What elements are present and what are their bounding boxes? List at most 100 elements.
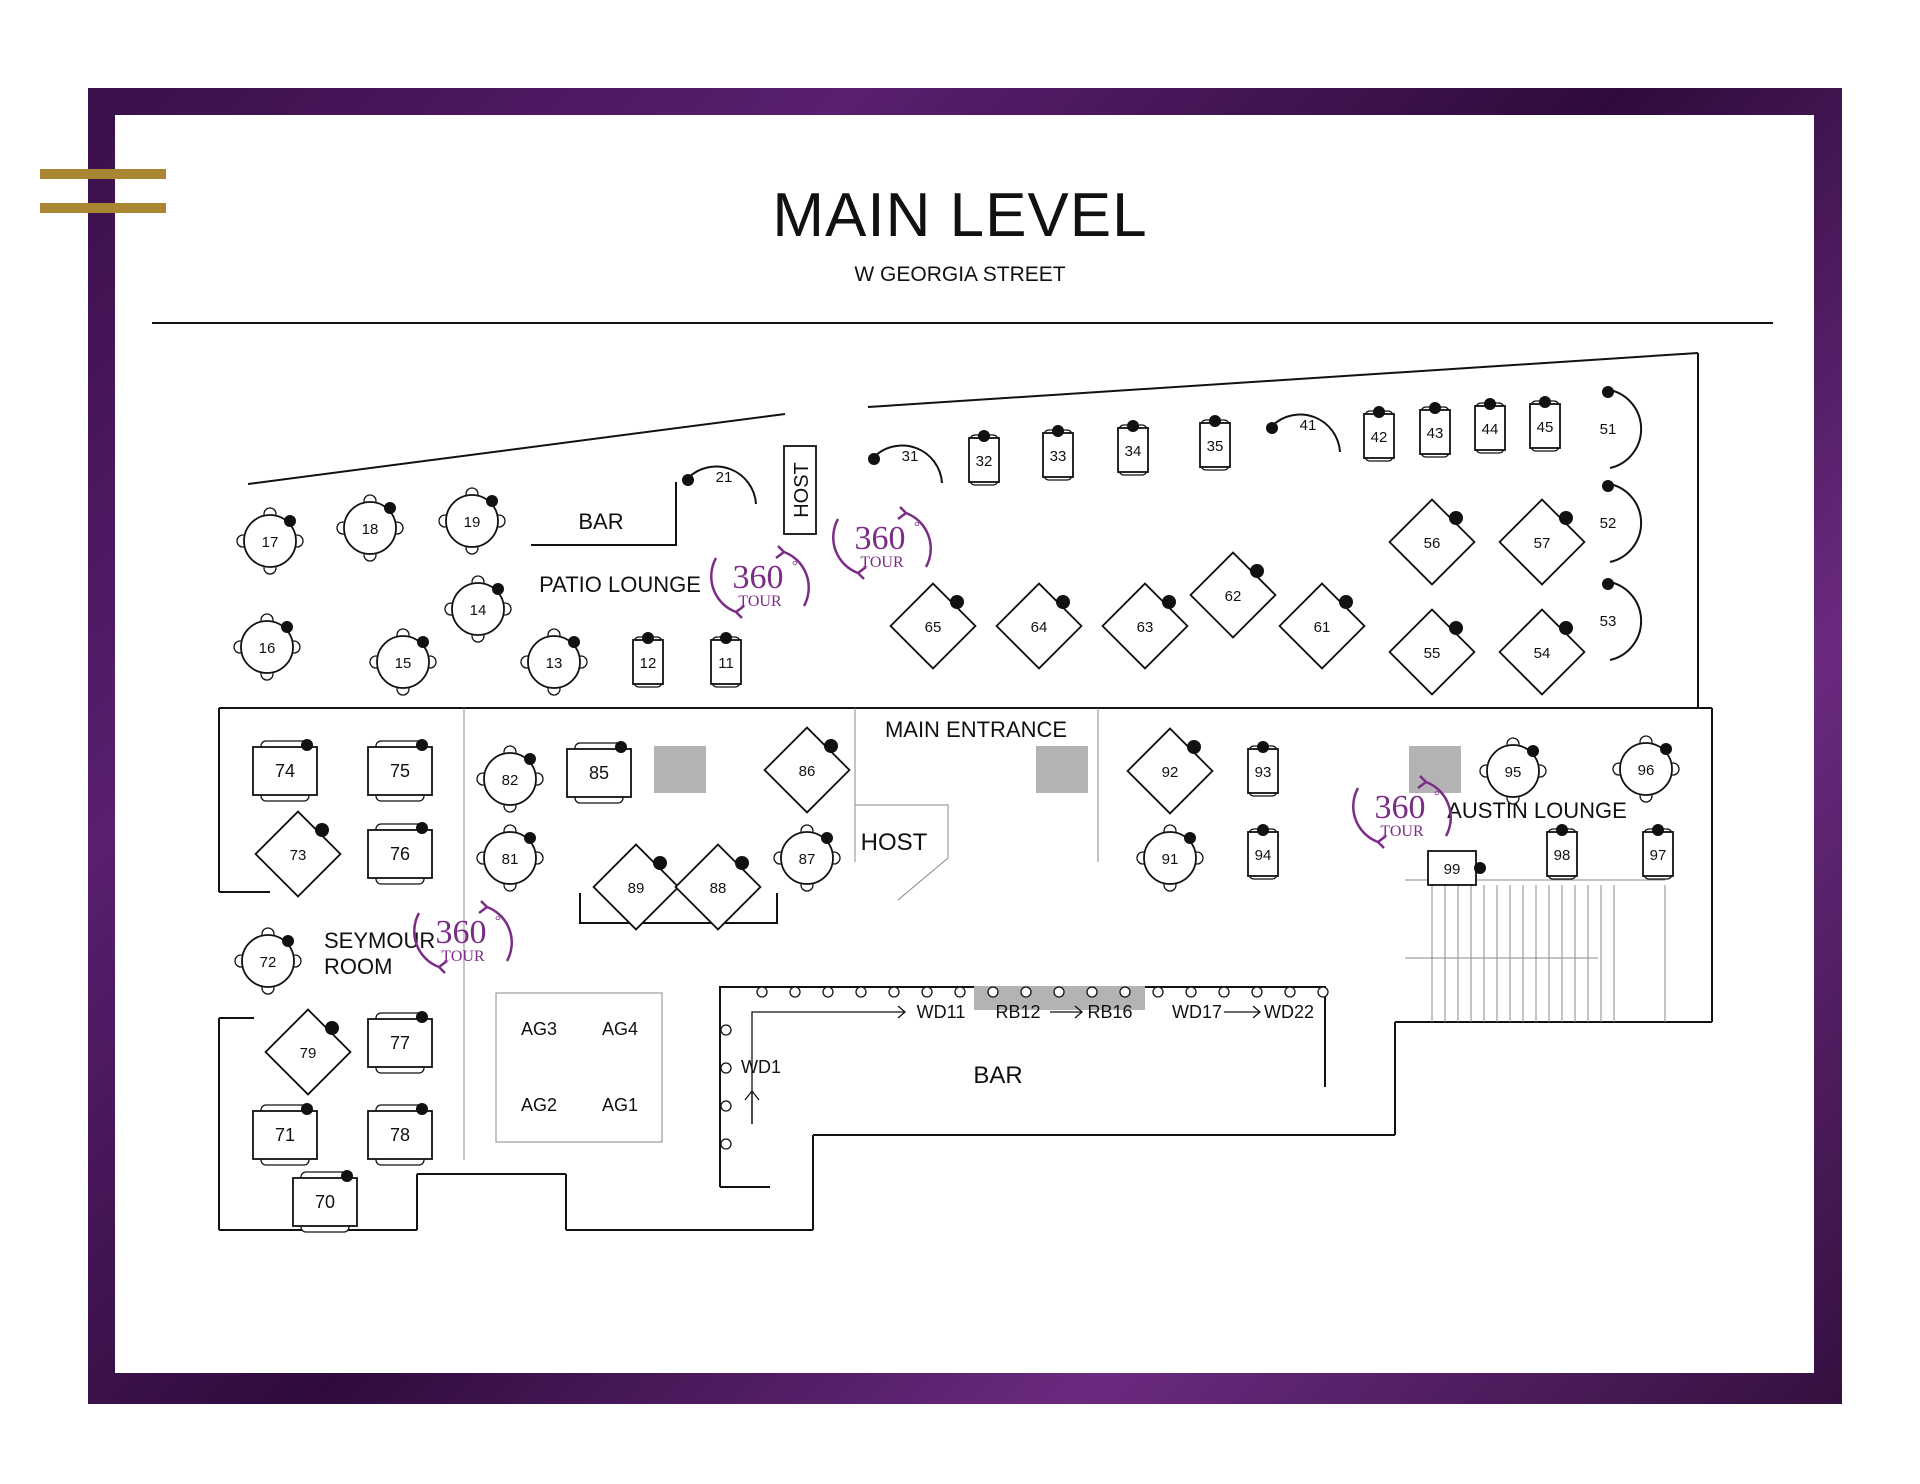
table-15[interactable]: 15 bbox=[369, 628, 437, 696]
table-71[interactable]: 71 bbox=[252, 1103, 318, 1166]
host-label: HOST bbox=[861, 829, 928, 856]
svg-text:32: 32 bbox=[976, 453, 993, 470]
table-88[interactable]: 88 bbox=[674, 843, 762, 931]
tour-360-icon[interactable]: 360 ° TOUR bbox=[413, 900, 513, 974]
table-79[interactable]: 79 bbox=[264, 1008, 352, 1096]
table-99[interactable]: 99 bbox=[1427, 850, 1486, 886]
bar-seat-wd1[interactable]: WD1 bbox=[741, 1057, 781, 1077]
patio-lounge-label: PATIO LOUNGE bbox=[539, 572, 701, 597]
table-61[interactable]: 61 bbox=[1278, 582, 1366, 670]
hamburger-menu-icon[interactable] bbox=[40, 169, 166, 213]
bar-seat-arrows bbox=[744, 1005, 1261, 1124]
svg-text:65: 65 bbox=[925, 619, 942, 636]
svg-text:43: 43 bbox=[1427, 425, 1444, 442]
table-65[interactable]: 65 bbox=[889, 582, 977, 670]
table-82[interactable]: 82 bbox=[476, 745, 544, 813]
table-14[interactable]: 14 bbox=[444, 575, 512, 643]
tour-360-icon[interactable]: 360 ° TOUR bbox=[710, 545, 810, 619]
svg-text:45: 45 bbox=[1537, 419, 1554, 436]
table-95[interactable]: 95 bbox=[1479, 737, 1547, 805]
table-62[interactable]: 62 bbox=[1189, 551, 1277, 639]
tour-360-icon[interactable]: 360 ° TOUR bbox=[832, 506, 932, 580]
table-16[interactable]: 16 bbox=[233, 613, 301, 681]
table-43[interactable]: 43 bbox=[1419, 402, 1451, 458]
austin-lounge-label: AUSTIN LOUNGE bbox=[1447, 798, 1627, 823]
svg-text:88: 88 bbox=[710, 880, 727, 897]
svg-text:53: 53 bbox=[1600, 613, 1617, 630]
table-17[interactable]: 17 bbox=[236, 507, 304, 575]
table-12[interactable]: 12 bbox=[632, 632, 664, 688]
table-81[interactable]: 81 bbox=[476, 824, 544, 892]
table-75[interactable]: 75 bbox=[367, 739, 433, 802]
svg-text:98: 98 bbox=[1554, 847, 1571, 864]
table-70[interactable]: 70 bbox=[292, 1170, 358, 1233]
table-72[interactable]: 72 bbox=[234, 927, 302, 995]
table-13[interactable]: 13 bbox=[520, 628, 588, 696]
svg-text:13: 13 bbox=[546, 655, 563, 672]
table-96[interactable]: 96 bbox=[1612, 735, 1680, 803]
table-77[interactable]: 77 bbox=[367, 1011, 433, 1074]
table-86[interactable]: 86 bbox=[763, 726, 851, 814]
table-42[interactable]: 42 bbox=[1363, 406, 1395, 462]
table-76[interactable]: 76 bbox=[367, 822, 433, 885]
bar-seat-rb12[interactable]: RB12 bbox=[995, 1002, 1040, 1022]
table-93[interactable]: 93 bbox=[1247, 741, 1279, 797]
table-35[interactable]: 35 bbox=[1199, 415, 1231, 471]
svg-text:96: 96 bbox=[1638, 762, 1655, 779]
svg-text:81: 81 bbox=[502, 851, 519, 868]
table-21[interactable]: 21 bbox=[682, 465, 757, 505]
svg-text:57: 57 bbox=[1534, 535, 1551, 552]
table-11[interactable]: 11 bbox=[710, 632, 742, 688]
svg-text:°: ° bbox=[495, 914, 501, 929]
table-32[interactable]: 32 bbox=[968, 430, 1000, 486]
table-56[interactable]: 56 bbox=[1388, 498, 1476, 586]
svg-text:73: 73 bbox=[290, 847, 307, 864]
table-89[interactable]: 89 bbox=[592, 843, 680, 931]
table-33[interactable]: 33 bbox=[1042, 425, 1074, 481]
table-18[interactable]: 18 bbox=[336, 494, 404, 562]
table-94[interactable]: 94 bbox=[1247, 824, 1279, 880]
table-34[interactable]: 34 bbox=[1117, 420, 1149, 476]
table-45[interactable]: 45 bbox=[1529, 396, 1561, 452]
svg-text:TOUR: TOUR bbox=[860, 554, 904, 571]
table-91[interactable]: 91 bbox=[1136, 824, 1204, 892]
table-ag4[interactable]: AG4 bbox=[602, 1019, 638, 1039]
bar-seat-rb16[interactable]: RB16 bbox=[1087, 1002, 1132, 1022]
svg-text:TOUR: TOUR bbox=[1380, 823, 1424, 840]
svg-text:14: 14 bbox=[470, 602, 487, 619]
table-73[interactable]: 73 bbox=[254, 810, 342, 898]
table-74[interactable]: 74 bbox=[252, 739, 318, 802]
table-98[interactable]: 98 bbox=[1546, 824, 1578, 880]
bar-seat-wd22[interactable]: WD22 bbox=[1264, 1002, 1314, 1022]
svg-text:89: 89 bbox=[628, 880, 645, 897]
table-57[interactable]: 57 bbox=[1498, 498, 1586, 586]
table-51[interactable]: 51 bbox=[1600, 386, 1643, 469]
tour-360-icon[interactable]: 360 ° TOUR bbox=[1352, 775, 1452, 849]
table-92[interactable]: 92 bbox=[1126, 727, 1214, 815]
table-85[interactable]: 85 bbox=[566, 741, 632, 804]
table-52[interactable]: 52 bbox=[1600, 480, 1643, 563]
svg-text:56: 56 bbox=[1424, 535, 1441, 552]
table-44[interactable]: 44 bbox=[1474, 398, 1506, 454]
table-31[interactable]: 31 bbox=[868, 444, 943, 484]
table-19[interactable]: 19 bbox=[438, 487, 506, 555]
table-ag1[interactable]: AG1 bbox=[602, 1095, 638, 1115]
svg-text:95: 95 bbox=[1505, 764, 1522, 781]
svg-text:17: 17 bbox=[262, 534, 279, 551]
table-87[interactable]: 87 bbox=[773, 824, 841, 892]
columns bbox=[654, 746, 1461, 1010]
table-41[interactable]: 41 bbox=[1266, 413, 1341, 453]
table-54[interactable]: 54 bbox=[1498, 608, 1586, 696]
bar-label-main: BAR bbox=[973, 1062, 1022, 1089]
table-64[interactable]: 64 bbox=[995, 582, 1083, 670]
table-63[interactable]: 63 bbox=[1101, 582, 1189, 670]
table-97[interactable]: 97 bbox=[1642, 824, 1674, 880]
table-ag2[interactable]: AG2 bbox=[521, 1095, 557, 1115]
table-78[interactable]: 78 bbox=[367, 1103, 433, 1166]
table-ag3[interactable]: AG3 bbox=[521, 1019, 557, 1039]
bar-seat-wd17[interactable]: WD17 bbox=[1172, 1002, 1222, 1022]
bar-seat-wd11[interactable]: WD11 bbox=[917, 1002, 966, 1022]
table-55[interactable]: 55 bbox=[1388, 608, 1476, 696]
svg-text:34: 34 bbox=[1125, 443, 1142, 460]
table-53[interactable]: 53 bbox=[1600, 578, 1643, 661]
